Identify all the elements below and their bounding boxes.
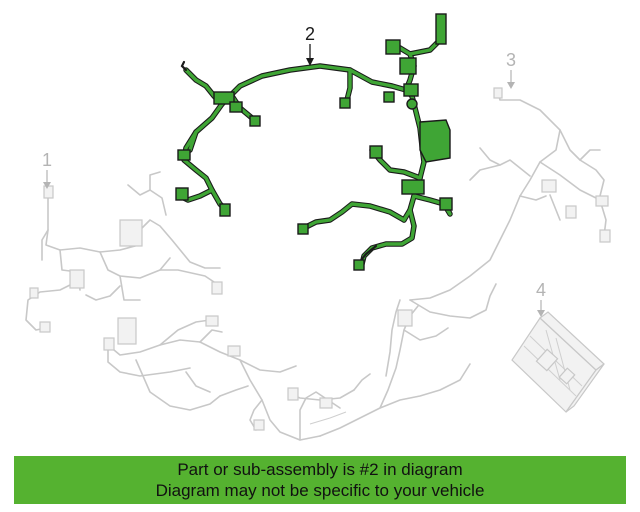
- callout-4-label: 4: [536, 280, 546, 300]
- callout-2-label: 2: [305, 24, 315, 44]
- highlighted-part-2-harness[interactable]: [175, 13, 453, 271]
- parts-diagram: 1 2 3 4: [25, 13, 611, 441]
- callout-3-label: 3: [506, 50, 516, 70]
- callout-1: 1: [42, 150, 52, 189]
- ghost-part-1-harness: [25, 171, 223, 333]
- callout-1-label: 1: [42, 150, 52, 170]
- banner-line-1: Part or sub-assembly is #2 in diagram: [177, 460, 463, 479]
- info-banner: Part or sub-assembly is #2 in diagram Di…: [14, 456, 626, 504]
- ghost-part-4-module: [511, 311, 605, 413]
- callout-3: 3: [506, 50, 516, 89]
- callout-2: 2: [305, 24, 315, 66]
- callout-4: 4: [536, 280, 546, 317]
- ghost-part-3-harness: [409, 87, 611, 301]
- ghost-body-harness: [103, 283, 497, 441]
- banner-line-2: Diagram may not be specific to your vehi…: [155, 481, 485, 500]
